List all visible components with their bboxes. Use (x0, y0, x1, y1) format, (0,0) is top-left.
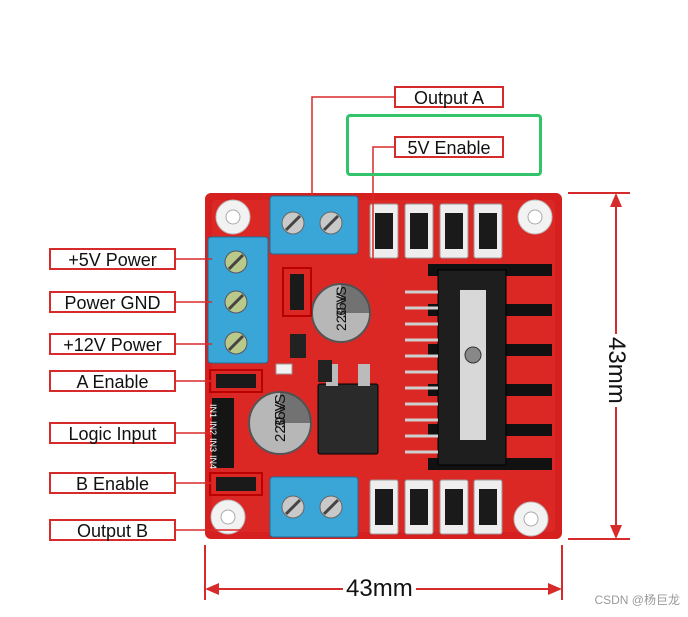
watermark: CSDN @杨巨龙 (594, 593, 680, 607)
logic-input-header (212, 398, 234, 468)
label-b-enable: B Enable (49, 472, 176, 494)
height-dimension-label: 43mm (603, 334, 630, 407)
label-plus5v-power: +5V Power (49, 248, 176, 270)
pin-label-in3: IN3 (208, 438, 218, 452)
label-output-b: Output B (49, 519, 176, 541)
capacitor-bottom-text-3: VS (272, 394, 289, 414)
mounting-hole-icon (215, 199, 251, 235)
voltage-regulator (317, 364, 379, 455)
width-dimension-label: 43mm (343, 577, 416, 601)
heatsink (428, 264, 552, 470)
b-enable-jumper (209, 472, 263, 496)
pin-label-in1: IN1 (208, 404, 218, 418)
capacitor-bottom (248, 391, 312, 455)
label-power-gnd: Power GND (49, 291, 176, 313)
pin-label-in2: IN2 (208, 421, 218, 435)
label-plus12v-power: +12V Power (49, 333, 176, 355)
power-terminal (207, 236, 269, 364)
diode-array-top (369, 203, 503, 259)
diode-array-bottom (369, 479, 503, 535)
pin-label-in4: IN4 (208, 455, 218, 469)
capacitor-top-text-2: 35V (333, 292, 349, 318)
mounting-hole-icon (210, 499, 246, 535)
l298n-pins (405, 290, 438, 454)
five-v-enable-highlight-box (346, 114, 542, 176)
capacitor-bottom-text: 220 (272, 417, 289, 442)
capacitor-top-text: 220 (333, 307, 349, 331)
label-output-a: Output A (394, 86, 504, 108)
label-5v-enable: 5V Enable (394, 136, 504, 158)
capacitor-bottom-text-2: 35V (272, 401, 289, 428)
label-logic-input: Logic Input (49, 422, 176, 444)
mounting-hole-icon (517, 199, 553, 235)
five-v-enable-jumper (282, 267, 312, 317)
leader-lines (176, 96, 394, 531)
capacitor-top-text-3: VS (333, 286, 349, 305)
mounting-hole-icon (513, 501, 549, 537)
label-a-enable: A Enable (49, 370, 176, 392)
output-a-terminal (269, 195, 359, 255)
output-b-terminal (269, 476, 359, 538)
